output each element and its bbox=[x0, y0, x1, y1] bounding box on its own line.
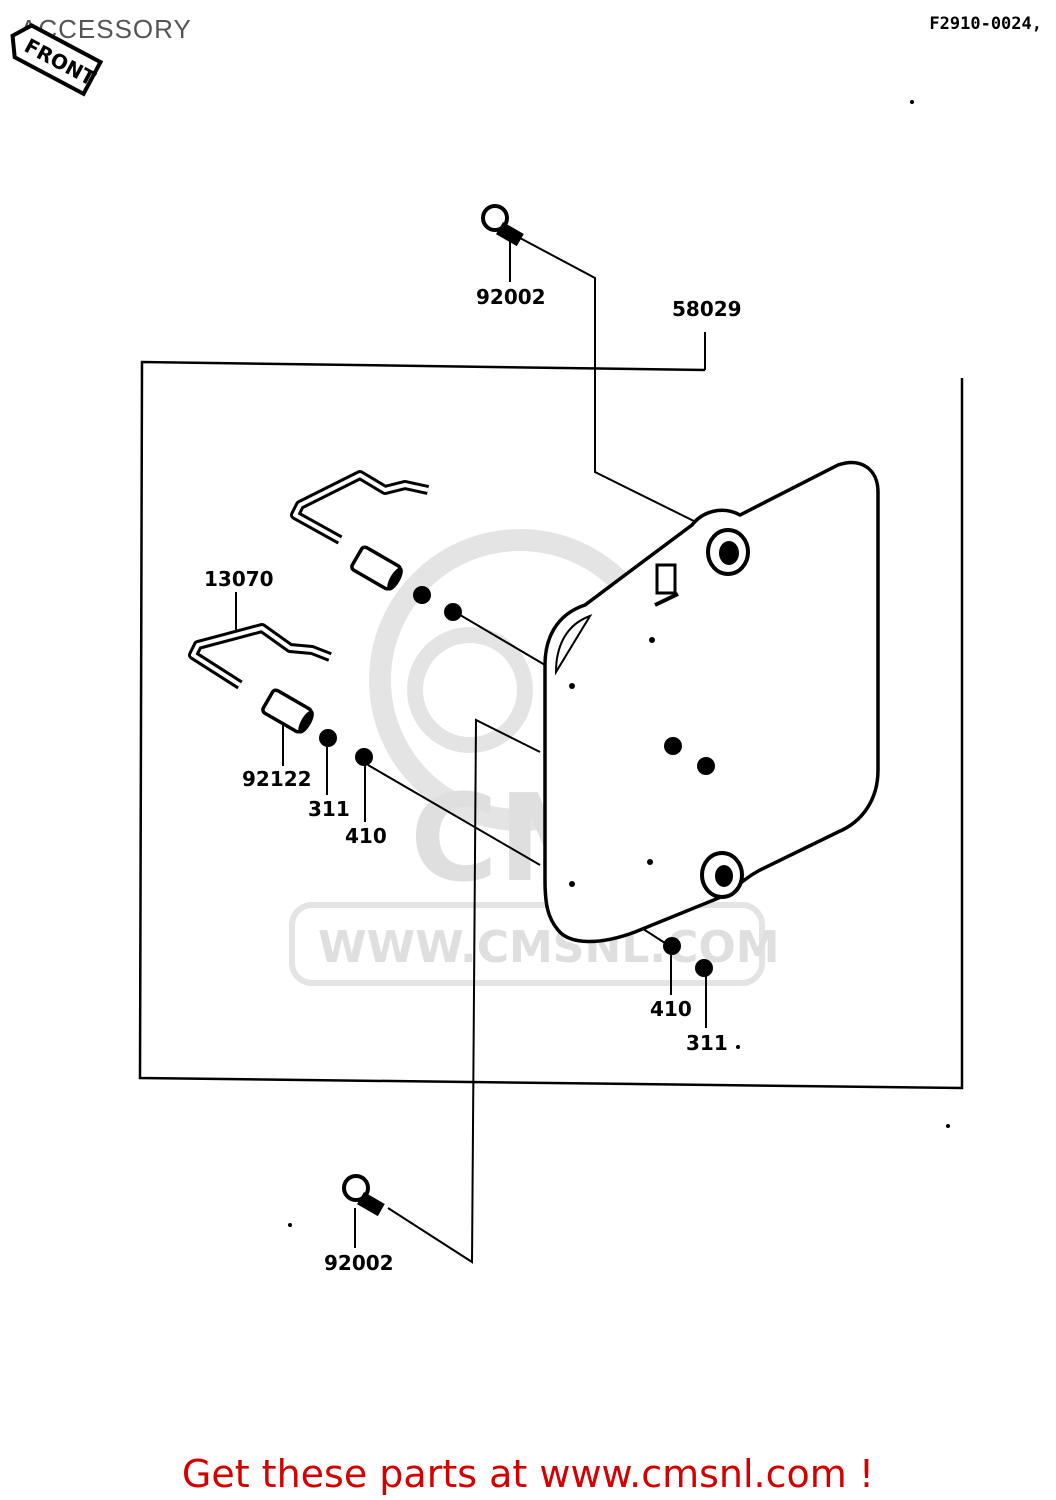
bolt-bottom bbox=[342, 1174, 385, 1217]
footer-shop-link[interactable]: Get these parts at www.cmsnl.com ! bbox=[181, 1452, 875, 1496]
leader-bottom-bolt bbox=[387, 718, 541, 1264]
label-410-left: 410 bbox=[345, 824, 387, 848]
assembly-frame bbox=[138, 360, 964, 1090]
hardware-nuts bbox=[319, 586, 715, 977]
bracket-upper bbox=[290, 470, 430, 545]
figure-code: F2910-0024, bbox=[929, 14, 1042, 34]
bolt-top bbox=[481, 204, 524, 247]
label-92002-top: 92002 bbox=[476, 285, 546, 309]
label-311-right: 311 bbox=[686, 1031, 728, 1055]
label-92002-bottom: 92002 bbox=[324, 1251, 394, 1275]
leader-top-bolt bbox=[519, 237, 713, 531]
bracket-lower bbox=[188, 623, 332, 690]
label-410-right: 410 bbox=[650, 997, 692, 1021]
collar-upper bbox=[350, 545, 403, 591]
label-92122: 92122 bbox=[242, 767, 312, 791]
label-311-left: 311 bbox=[308, 797, 350, 821]
label-58029: 58029 bbox=[672, 297, 742, 321]
collar-lower bbox=[261, 688, 314, 734]
front-arrow-icon: FRONT bbox=[10, 23, 104, 97]
label-13070: 13070 bbox=[204, 567, 274, 591]
mount-plate bbox=[543, 460, 880, 944]
